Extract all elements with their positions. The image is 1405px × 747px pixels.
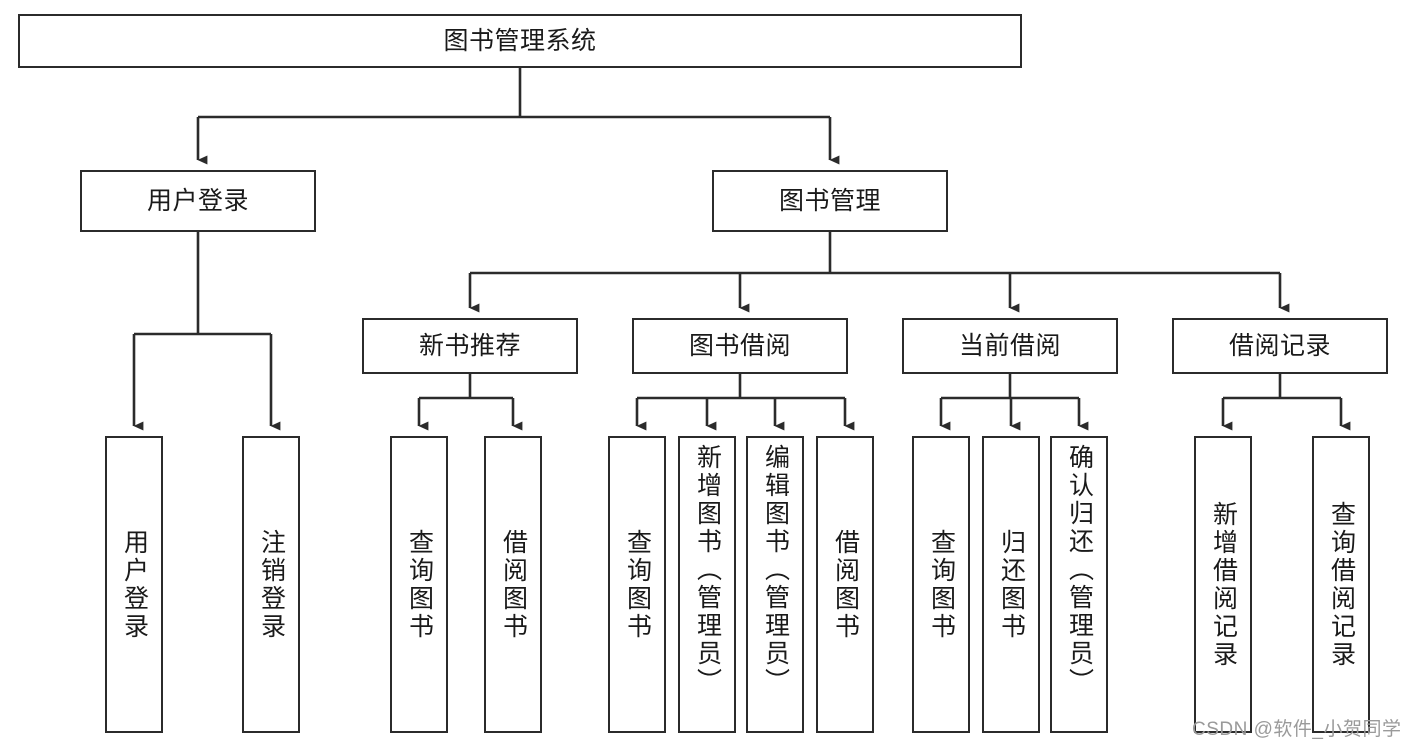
leaf-query-record[interactable]: 查询借阅记录 bbox=[1312, 436, 1370, 733]
node-borrow-record[interactable]: 借阅记录 bbox=[1172, 318, 1388, 374]
leaf-query-book-1[interactable]: 查询图书 bbox=[390, 436, 448, 733]
node-book-borrow-label: 图书借阅 bbox=[688, 332, 791, 360]
node-book-manage[interactable]: 图书管理 bbox=[712, 170, 948, 232]
leaf-query-book-2[interactable]: 查询图书 bbox=[608, 436, 666, 733]
leaf-add-record-label: 新增借阅记录 bbox=[1209, 500, 1238, 669]
leaf-edit-book-label: 编辑图书（管理员） bbox=[761, 444, 790, 696]
node-current-borrow[interactable]: 当前借阅 bbox=[902, 318, 1118, 374]
leaf-confirm-return[interactable]: 确认归还（管理员） bbox=[1050, 436, 1108, 733]
leaf-borrow-book-2-label: 借阅图书 bbox=[831, 528, 860, 641]
node-new-book-recommend[interactable]: 新书推荐 bbox=[362, 318, 578, 374]
leaf-add-book[interactable]: 新增图书（管理员） bbox=[678, 436, 736, 733]
leaf-borrow-book-1-label: 借阅图书 bbox=[499, 528, 528, 641]
node-book-borrow[interactable]: 图书借阅 bbox=[632, 318, 848, 374]
leaf-query-book-3[interactable]: 查询图书 bbox=[912, 436, 970, 733]
node-root-label: 图书管理系统 bbox=[443, 27, 597, 55]
leaf-return-book-label: 归还图书 bbox=[997, 528, 1026, 641]
leaf-logout-label: 注销登录 bbox=[257, 528, 286, 641]
leaf-add-record[interactable]: 新增借阅记录 bbox=[1194, 436, 1252, 733]
leaf-query-book-1-label: 查询图书 bbox=[405, 528, 434, 641]
leaf-query-record-label: 查询借阅记录 bbox=[1327, 500, 1356, 669]
leaf-edit-book[interactable]: 编辑图书（管理员） bbox=[746, 436, 804, 733]
node-user-login-label: 用户登录 bbox=[146, 187, 249, 215]
leaf-user-login-label: 用户登录 bbox=[120, 528, 149, 641]
node-book-manage-label: 图书管理 bbox=[778, 187, 881, 215]
leaf-query-book-3-label: 查询图书 bbox=[927, 528, 956, 641]
leaf-add-book-label: 新增图书（管理员） bbox=[693, 444, 722, 696]
node-current-borrow-label: 当前借阅 bbox=[958, 332, 1061, 360]
leaf-return-book[interactable]: 归还图书 bbox=[982, 436, 1040, 733]
node-new-book-recommend-label: 新书推荐 bbox=[418, 332, 521, 360]
leaf-user-login[interactable]: 用户登录 bbox=[105, 436, 163, 733]
leaf-query-book-2-label: 查询图书 bbox=[623, 528, 652, 641]
leaf-borrow-book-2[interactable]: 借阅图书 bbox=[816, 436, 874, 733]
csdn-watermark: CSDN @软件_小贺同学 bbox=[1192, 719, 1402, 740]
leaf-confirm-return-label: 确认归还（管理员） bbox=[1065, 444, 1094, 696]
leaf-borrow-book-1[interactable]: 借阅图书 bbox=[484, 436, 542, 733]
node-borrow-record-label: 借阅记录 bbox=[1228, 332, 1331, 360]
leaf-logout[interactable]: 注销登录 bbox=[242, 436, 300, 733]
node-user-login[interactable]: 用户登录 bbox=[80, 170, 316, 232]
node-root[interactable]: 图书管理系统 bbox=[18, 14, 1022, 68]
